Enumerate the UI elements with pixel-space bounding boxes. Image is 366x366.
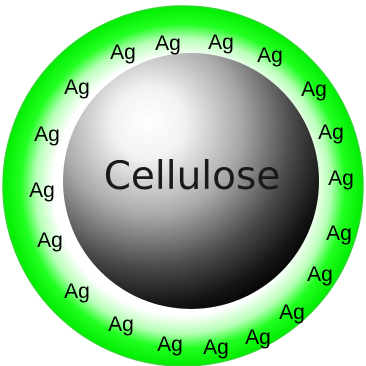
silver-particle-label: Ag [110, 41, 136, 64]
silver-particle-label: Ag [64, 76, 90, 99]
silver-particle-label: Ag [326, 222, 352, 245]
silver-particle-label: Ag [37, 229, 63, 252]
core-label: Cellulose [104, 154, 281, 199]
silver-particle-label: Ag [34, 123, 60, 146]
silver-particle-label: Ag [279, 301, 305, 324]
silver-particle-label: Ag [157, 333, 183, 356]
silver-particle-label: Ag [29, 179, 55, 202]
silver-particle-label: Ag [328, 167, 354, 190]
silver-particle-label: Ag [64, 280, 90, 303]
silver-particle-label: Ag [108, 313, 134, 336]
silver-particle-label: Ag [257, 44, 283, 67]
silver-shell-edge [2, 5, 364, 366]
silver-particle-label: Ag [307, 263, 333, 286]
silver-particle-label: Ag [318, 121, 344, 144]
silver-particle-label: Ag [208, 31, 234, 54]
silver-particle-label: Ag [155, 32, 181, 55]
cellulose-core [63, 53, 319, 309]
silver-particle-label: Ag [203, 336, 229, 359]
silver-particle-label: Ag [245, 326, 271, 349]
silver-particle-label: Ag [301, 78, 327, 101]
